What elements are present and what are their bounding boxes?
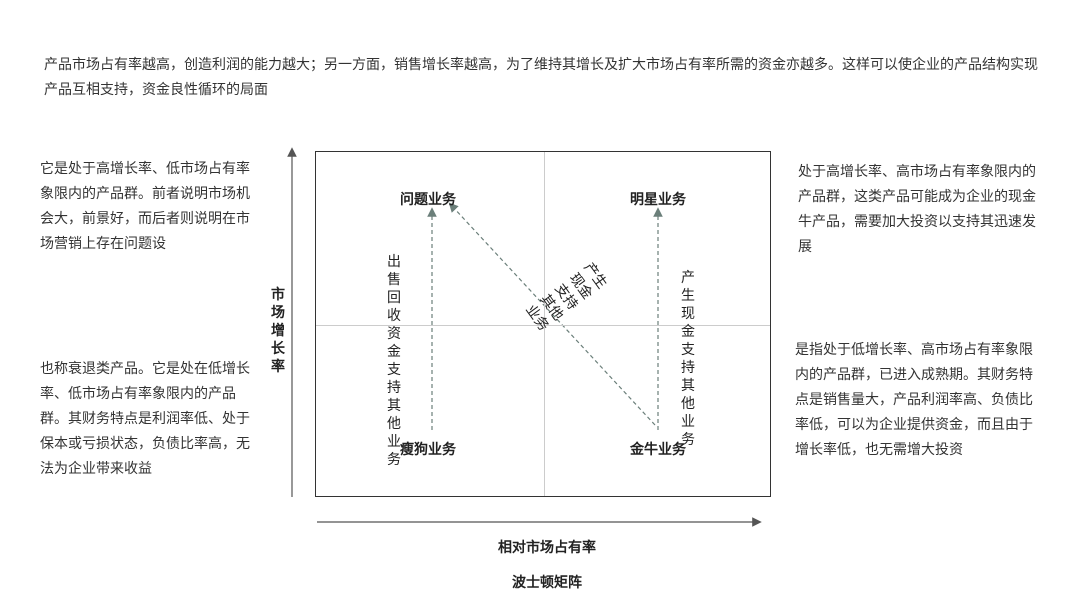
generate-cash-label: 产生现金支持其他业务 — [681, 270, 695, 448]
diagonal-flow-label-wrap: 产生 现金 支持 其他 业务 — [511, 252, 631, 334]
cow-business-label: 金牛业务 — [630, 442, 686, 458]
dog-business-description: 也称衰退类产品。它是处在低增长率、低市场占有率象限内的产品群。其财务特点是利润率… — [40, 361, 250, 477]
diagram-caption: 波士顿矩阵 — [512, 575, 582, 591]
question-business-description: 它是处于高增长率、低市场占有率象限内的产品群。前者说明市场机会大，前景好，而后者… — [40, 161, 250, 252]
horizontal-divider — [316, 325, 770, 326]
y-axis-label: 市场增长率 — [271, 287, 285, 375]
star-business-description: 处于高增长率、高市场占有率象限内的产品群，这类产品可能成为企业的现金牛产品，需要… — [798, 164, 1036, 255]
bcg-matrix: 问题业务 明星业务 瘦狗业务 金牛业务 出售回收资金支持其他业务 产生现金支持其… — [315, 151, 771, 497]
intro-paragraph: 产品市场占有率越高，创造利润的能力越大；另一方面，销售增长率越高，为了维持其增长… — [44, 57, 1038, 98]
cow-to-question-arrow — [448, 202, 656, 426]
question-business-label: 问题业务 — [400, 192, 456, 208]
star-business-label: 明星业务 — [630, 192, 686, 208]
dog-business-label: 瘦狗业务 — [400, 442, 456, 458]
vertical-divider — [544, 152, 545, 496]
sell-recover-funds-label: 出售回收资金支持其他业务 — [387, 254, 401, 468]
x-axis-label: 相对市场占有率 — [498, 540, 596, 556]
cow-business-description: 是指处于低增长率、高市场占有率象限内的产品群，已进入成熟期。其财务特点是销售量大… — [795, 342, 1033, 458]
diagonal-flow-label: 产生 现金 支持 其他 业务 — [497, 226, 634, 368]
